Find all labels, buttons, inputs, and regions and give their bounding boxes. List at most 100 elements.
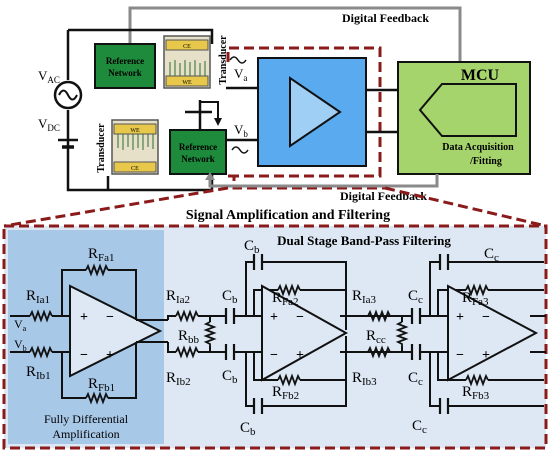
resistor-rfa3-icon xyxy=(465,283,489,297)
opamp-1-plus: + xyxy=(80,310,88,325)
opamp-2-out-plus: + xyxy=(296,348,304,363)
dual-stage-title: Dual Stage Band-Pass Filtering xyxy=(277,233,451,248)
funnel-line-left xyxy=(3,186,229,228)
dashed-amp-frame-top xyxy=(226,46,385,190)
reference-network-2-line2: Network xyxy=(181,154,215,164)
label-rib3: RIb3 xyxy=(352,370,377,388)
resistor-rfb3-icon xyxy=(465,373,489,387)
transducer-label-top: Transducer xyxy=(218,35,229,85)
reference-network-2 xyxy=(169,129,227,175)
we-electrode-top xyxy=(165,75,209,87)
label-rfa1: RFa1 xyxy=(88,246,115,264)
label-ria1: RIa1 xyxy=(26,288,50,306)
vb-label-top: Vb xyxy=(234,122,248,139)
opamp-2-minus: − xyxy=(270,348,278,363)
resistor-rfa1-icon xyxy=(85,263,109,277)
data-acquisition-line1: Data Acquisition xyxy=(442,142,514,153)
resistor-ria1-icon xyxy=(29,309,53,323)
resistor-rfb2-icon xyxy=(277,373,301,387)
vdc-label: VDC xyxy=(38,116,60,133)
label-rib2: RIb2 xyxy=(166,370,191,388)
resistor-rfa2-icon xyxy=(277,283,301,297)
label-cc-top: Cc xyxy=(484,246,499,264)
transducer-label-bottom: Transducer xyxy=(96,123,107,173)
we-electrode-bottom xyxy=(113,123,157,135)
label-cc-bot: Cc xyxy=(412,418,427,436)
we-label-top: WE xyxy=(182,80,192,86)
data-acquisition-line2: /Fitting xyxy=(469,156,502,167)
we-label-bottom: WE xyxy=(130,128,140,134)
opamp-3-out-minus: − xyxy=(482,310,490,325)
label-cb-bot: Cb xyxy=(240,420,256,438)
stage-2-resistors xyxy=(175,283,301,387)
stage-2-wires xyxy=(167,261,390,407)
amplifier-triangle-icon xyxy=(289,76,342,148)
opamp-3-plus: + xyxy=(456,310,464,325)
opamp-1-minus: − xyxy=(80,348,88,363)
stage-2-capacitors xyxy=(224,254,264,414)
label-cc-in-bot: Cc xyxy=(408,370,423,388)
mcu-label: MCU xyxy=(461,67,500,84)
opamp-3-minus: − xyxy=(456,348,464,363)
digital-feedback-label-top: Digital Feedback xyxy=(342,11,429,25)
resistor-ria3-icon xyxy=(367,309,391,323)
va-wave-icon xyxy=(229,56,247,64)
vac-label: VAC xyxy=(38,68,60,85)
vb-wave-icon xyxy=(231,146,249,154)
resistor-rbb-icon xyxy=(203,321,217,346)
label-rcc: Rcc xyxy=(366,328,386,346)
reference-network-1-line1: Reference xyxy=(106,56,144,66)
opamp-3-out-plus: + xyxy=(482,348,490,363)
opamp-1-out-plus: + xyxy=(106,348,114,363)
feedback-arrow-icon xyxy=(205,172,215,180)
label-rfb2: RFb2 xyxy=(272,384,299,402)
label-cb-in-bot: Cb xyxy=(222,368,238,386)
ce-electrode-bottom xyxy=(113,161,157,173)
va-label-top: Va xyxy=(234,66,247,83)
funnel-line-right xyxy=(384,186,547,228)
resistor-rib2-icon xyxy=(175,345,199,359)
arrow-head-icon xyxy=(214,118,222,126)
label-rfa3: RFa3 xyxy=(462,290,489,308)
resistor-rfb1-icon xyxy=(85,391,109,405)
label-ria2: RIa2 xyxy=(166,288,190,306)
ce-label-top: CE xyxy=(183,44,191,50)
ce-label-bottom: CE xyxy=(131,166,139,172)
resistor-rcc-icon xyxy=(395,321,409,346)
opamp-1-out-minus: − xyxy=(106,310,114,325)
ce-electrode-top xyxy=(165,39,209,51)
fully-diff-line1: Fully Differential xyxy=(44,412,129,426)
label-rfb3: RFb3 xyxy=(462,384,490,402)
resistor-rib1-icon xyxy=(29,345,53,359)
resistor-ria2-icon xyxy=(175,309,199,323)
digital-feedback-wire-top xyxy=(128,6,462,62)
arrow-to-ref2 xyxy=(200,101,219,118)
wire-top-bus xyxy=(68,28,214,44)
stage-3-capacitors xyxy=(410,254,450,414)
opamp-1-icon xyxy=(69,284,163,378)
label-cb-in-top: Cb xyxy=(222,288,238,306)
label-vb-bottom: Vb xyxy=(14,337,27,353)
mcu-connector-icon xyxy=(418,83,517,137)
molecule-layer-top xyxy=(169,60,206,76)
label-va-bottom: Va xyxy=(14,317,27,333)
stage-3-resistors xyxy=(367,283,489,387)
sine-wave-icon xyxy=(58,89,78,101)
stage-1-resistors xyxy=(29,263,109,405)
reference-network-1 xyxy=(94,43,156,89)
label-cc-in-top: Cc xyxy=(408,288,423,306)
digital-feedback-wire-bottom xyxy=(208,174,439,188)
label-rbb: Rbb xyxy=(178,328,200,346)
section-title: Signal Amplification and Filtering xyxy=(186,208,390,223)
stage-1-wires xyxy=(10,269,168,399)
opamp-2-plus: + xyxy=(270,310,278,325)
reference-network-2-line1: Reference xyxy=(179,142,217,152)
label-cb-top: Cb xyxy=(244,238,260,256)
label-ria3: RIa3 xyxy=(352,288,377,306)
opamp-2-icon xyxy=(261,284,349,382)
resistor-rib3-icon xyxy=(367,345,391,359)
label-rfa2: RFa2 xyxy=(272,290,299,308)
fully-diff-line2: Amplification xyxy=(52,427,119,441)
